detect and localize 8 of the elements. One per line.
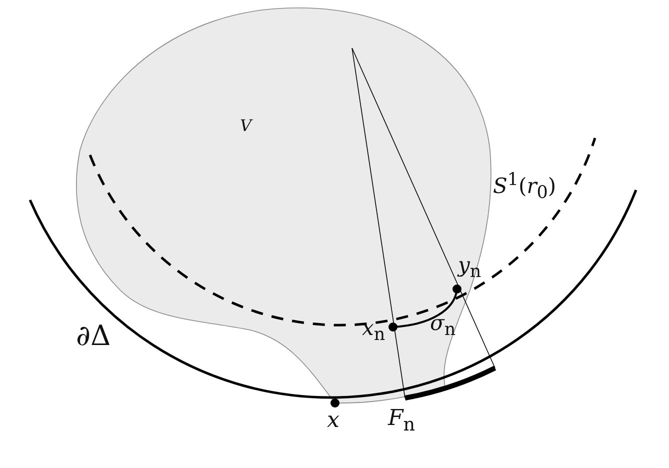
math-label: x (327, 410, 340, 432)
math-label: x$_{n}$ (362, 318, 386, 345)
math-label: V (240, 118, 252, 134)
math-label: S$^{1}$(r$_{0}$) (493, 172, 556, 203)
math-label: ∂Δ (76, 322, 111, 350)
math-label: σ$_{n}$ (430, 313, 456, 340)
math-label: y$_{n}$ (458, 255, 482, 282)
math-label: F$_{n}$ (388, 408, 416, 435)
